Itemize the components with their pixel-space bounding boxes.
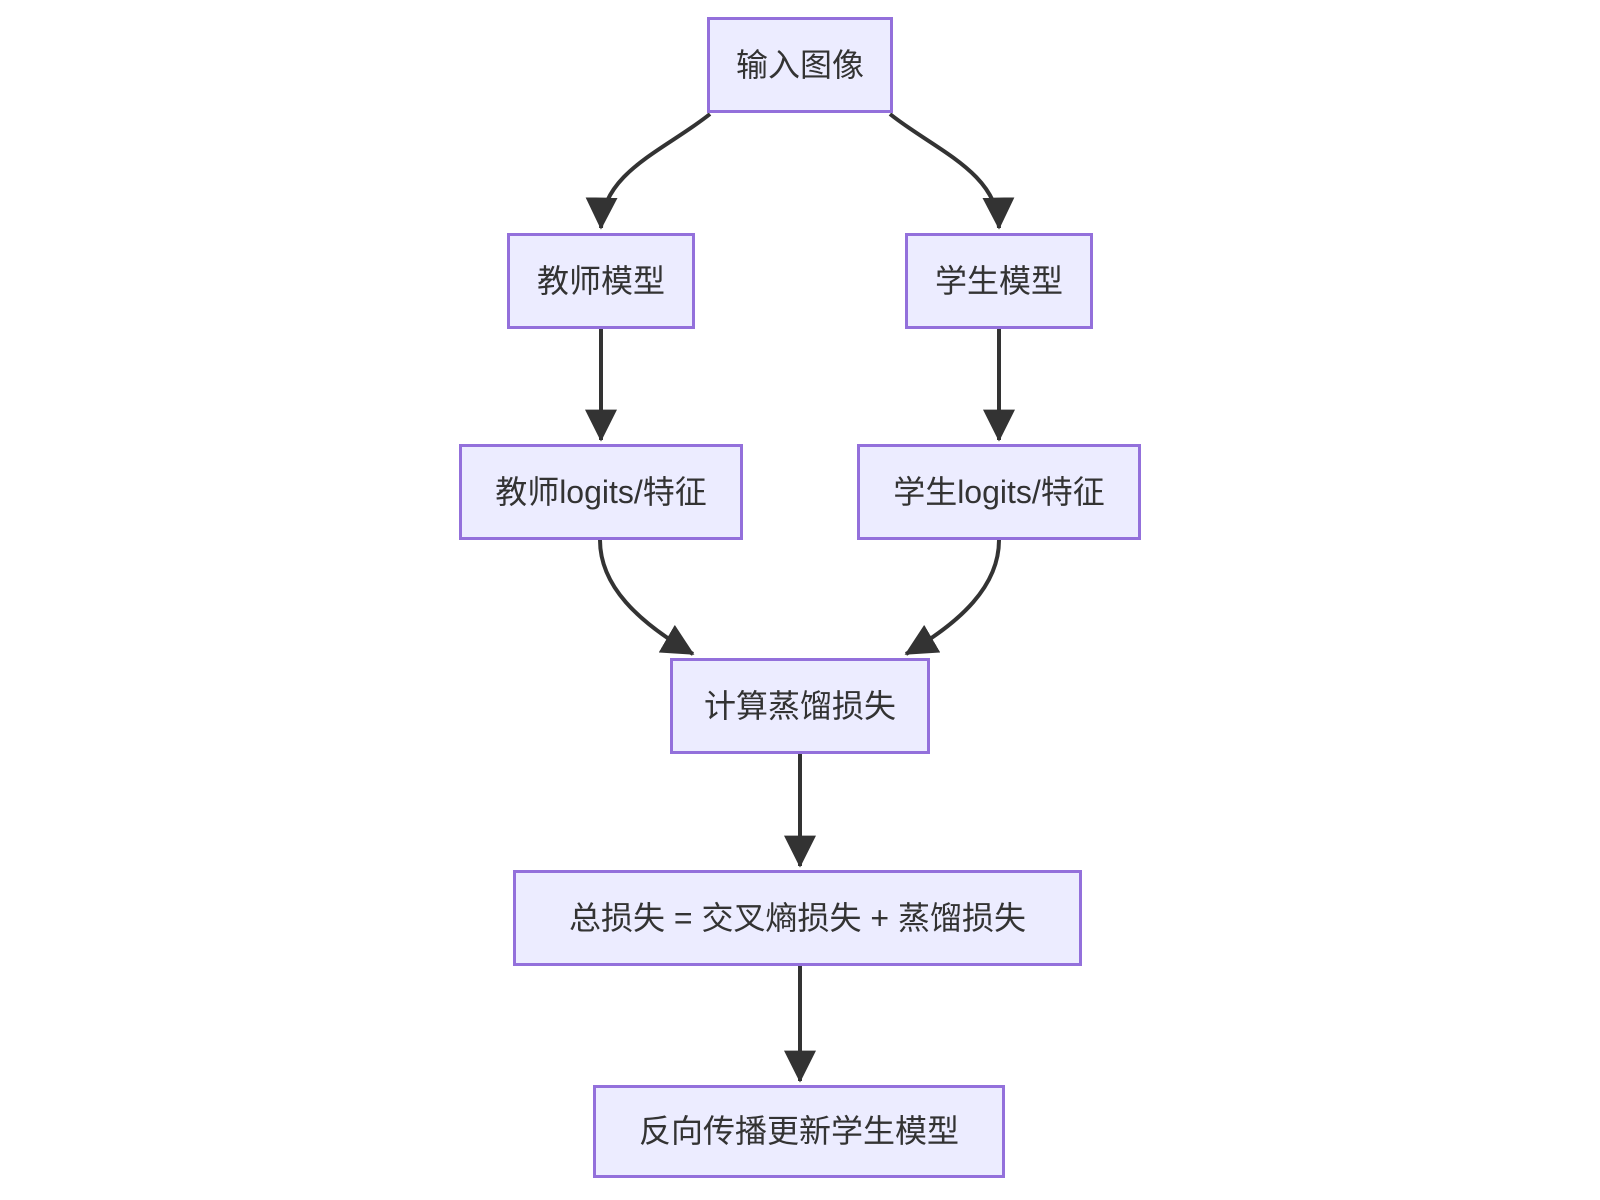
edge-student-logits-to-distill-loss (904, 539, 1001, 656)
node-student-logits-label: 学生logits/特征 (893, 473, 1105, 510)
node-input-image: 输入图像 (707, 17, 893, 113)
node-distill-loss-label: 计算蒸馏损失 (703, 687, 896, 724)
node-total-loss-label: 总损失 = 交叉熵损失 + 蒸馏损失 (569, 899, 1026, 936)
node-student-model-label: 学生模型 (934, 262, 1063, 299)
node-total-loss: 总损失 = 交叉熵损失 + 蒸馏损失 (513, 870, 1082, 966)
node-input-image-label: 输入图像 (735, 46, 864, 83)
node-teacher-logits: 教师logits/特征 (459, 444, 743, 540)
node-teacher-model: 教师模型 (507, 233, 695, 329)
node-student-logits: 学生logits/特征 (857, 444, 1141, 540)
edge-teacher-logits-to-distill-loss (598, 539, 695, 656)
node-teacher-model-label: 教师模型 (536, 262, 665, 299)
node-teacher-logits-label: 教师logits/特征 (495, 473, 707, 510)
node-student-model: 学生模型 (905, 233, 1093, 329)
node-backprop-update-label: 反向传播更新学生模型 (638, 1113, 959, 1150)
edge-input-to-teacher (585, 112, 712, 230)
node-backprop-update: 反向传播更新学生模型 (593, 1085, 1005, 1178)
edge-input-to-student (888, 112, 1015, 230)
node-distill-loss: 计算蒸馏损失 (670, 658, 930, 754)
